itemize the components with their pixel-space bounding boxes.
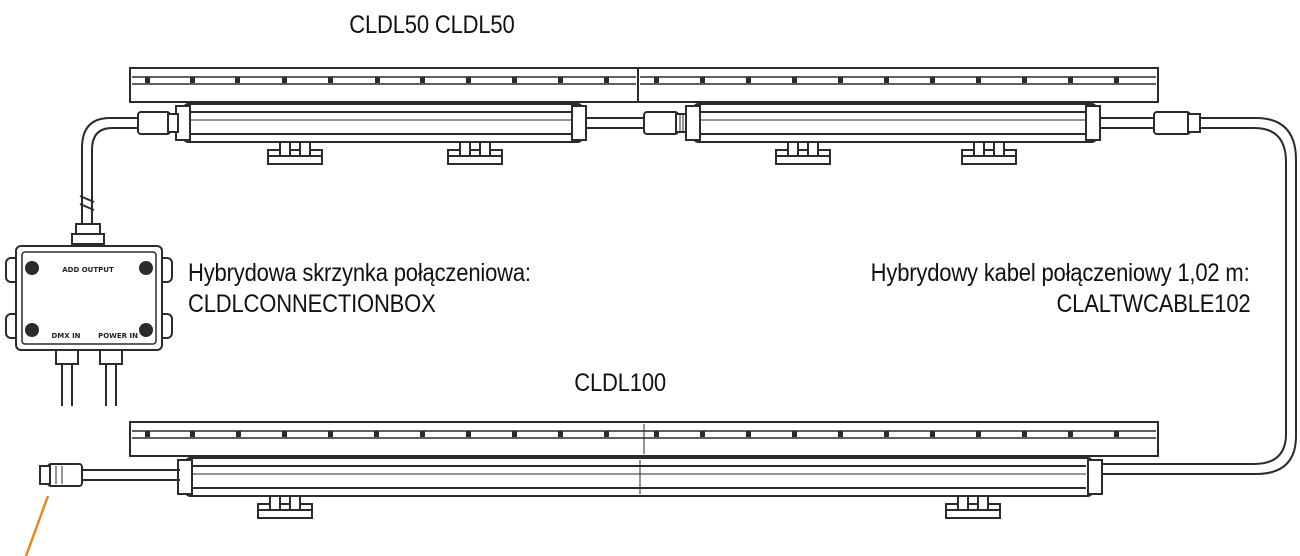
fixture-housing	[183, 103, 583, 143]
fixture-cldl50-right	[637, 67, 1159, 165]
cable-to-connection-box	[71, 111, 179, 245]
box-marking-output: ADD OUTPUT	[62, 266, 114, 274]
mount-bracket	[447, 141, 503, 165]
mount-bracket	[945, 495, 1001, 519]
led-markers	[145, 431, 1119, 437]
pointer-line	[24, 495, 50, 556]
led-markers	[654, 77, 1119, 83]
fixture-panel	[637, 67, 1159, 103]
connector-plug	[137, 111, 171, 135]
cable-name-label: Hybrydowy kabel połączeniowy 1,02 m:	[871, 259, 1250, 287]
led-markers	[145, 77, 609, 83]
fixture-housing	[693, 103, 1097, 143]
connector-plug	[643, 111, 679, 135]
mount-bracket	[257, 495, 313, 519]
fixture-cldl100	[129, 421, 1159, 519]
top-fixtures-label: CLDL50 CLDL50	[349, 11, 515, 39]
link-cable-top	[586, 111, 687, 135]
bottom-fixture-label: CLDL100	[574, 369, 666, 397]
mount-bracket	[775, 141, 831, 165]
connector-plug	[47, 463, 83, 487]
box-marking-dmx-in: DMX IN	[51, 332, 80, 340]
input-cable-bottom	[39, 463, 180, 487]
fixture-panel	[129, 67, 639, 103]
connector-plug	[1153, 111, 1191, 135]
connection-box-name-label: Hybrydowa skrzynka połączeniowa:	[188, 259, 531, 287]
mount-bracket	[961, 141, 1017, 165]
cable-code-label: CLALTWCABLE102	[1056, 290, 1250, 318]
connection-box-code-label: CLDLCONNECTIONBOX	[188, 290, 436, 318]
box-input-cables	[61, 364, 117, 406]
connection-box: ADD OUTPUT DMX IN POWER IN	[5, 245, 173, 365]
box-marking-power-in: POWER IN	[98, 332, 138, 340]
link-cable-102	[1100, 111, 1297, 475]
mount-bracket	[267, 141, 323, 165]
fixture-cldl50-left	[129, 67, 639, 165]
fixture-housing	[185, 457, 1093, 497]
